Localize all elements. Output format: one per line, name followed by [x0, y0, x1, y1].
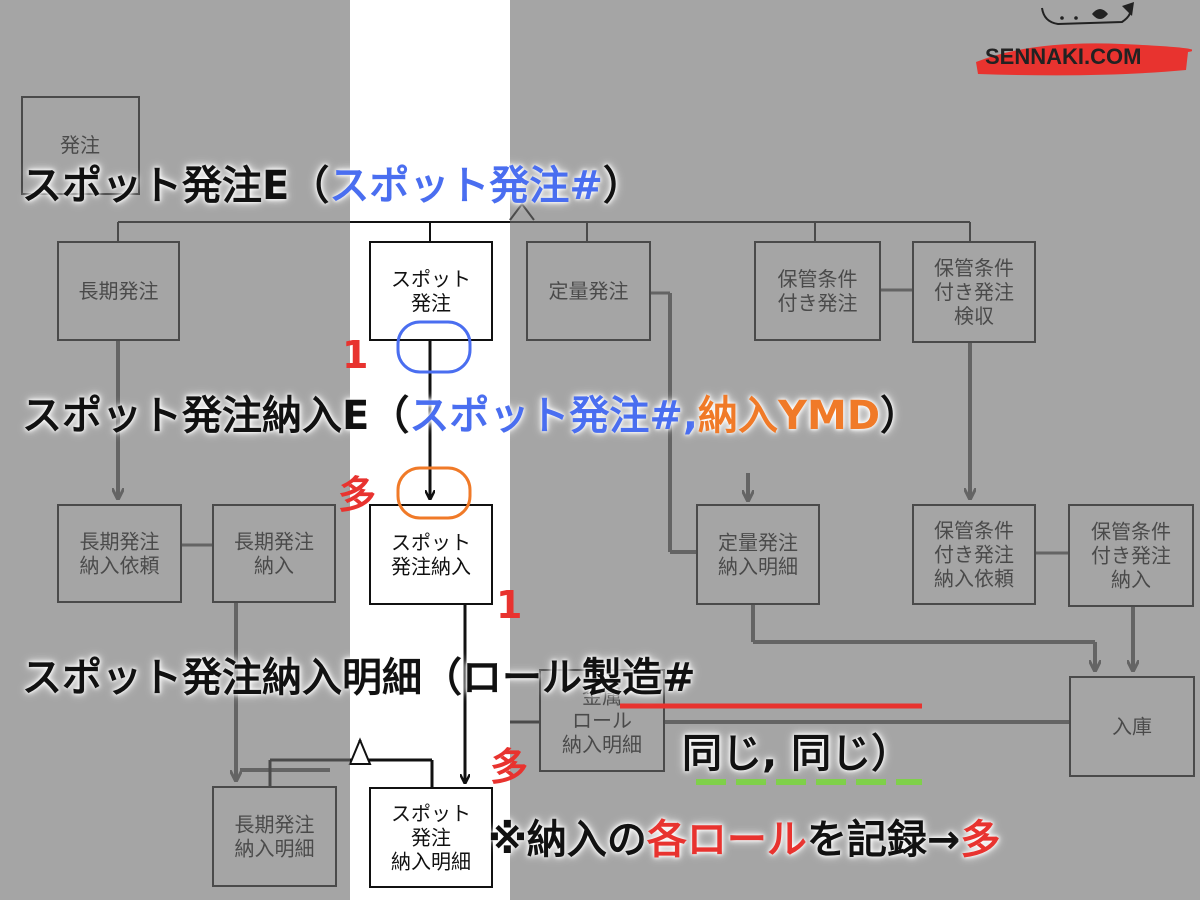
box-spot-delivery: スポット発注納入 — [369, 504, 493, 605]
paren-open: （ — [369, 393, 410, 439]
box-spot-delivery-label-1: スポット — [391, 531, 471, 555]
key-highlight-blue — [396, 320, 472, 374]
cardinality-many-1: 多 — [338, 473, 377, 517]
key-spot-order: スポット発注# — [329, 163, 603, 209]
paren-close: ） — [602, 163, 643, 209]
annotation-line-1: スポット発注E（スポット発注#） — [22, 166, 643, 206]
brand-text: SENNAKI.COM — [985, 44, 1142, 69]
note-highlight: 各ロール — [646, 817, 807, 863]
cardinality-many-2: 多 — [490, 745, 529, 789]
entity-name: スポット発注納入E — [22, 393, 370, 439]
dim-overlay-left — [0, 0, 350, 900]
box-spot-delivery-detail: スポット発注納入明細 — [369, 787, 493, 888]
box-spot-delivery-detail-label-3: 納入明細 — [391, 850, 471, 874]
annotation-note: ※納入の各ロールを記録→多 — [488, 820, 1000, 860]
box-spot-delivery-detail-label-2: 発注 — [411, 826, 451, 850]
annotation-line-2: スポット発注納入E（スポット発注#,納入YMD） — [22, 396, 920, 436]
paren-open: （ — [289, 163, 330, 209]
key-spot-order: スポット発注#, — [409, 393, 699, 439]
box-spot-order-label-1: スポット — [391, 267, 471, 291]
paren-open: （ — [422, 655, 462, 701]
dim-overlay-right — [510, 0, 1200, 900]
cardinality-one-1: 1 — [342, 333, 369, 377]
box-spot-order: スポット発注 — [369, 241, 493, 341]
key-highlight-orange — [396, 466, 472, 520]
entity-name: スポット発注E — [22, 163, 290, 209]
box-spot-order-label-2: 発注 — [411, 291, 451, 315]
annotation-line-3: スポット発注納入明細（ロール製造# — [22, 658, 696, 698]
key-delivery-ymd: 納入YMD — [698, 393, 881, 439]
key-roll-manufacture: ロール製造# — [462, 655, 696, 701]
brand-logo — [976, 2, 1192, 76]
annotation-line-4: 同じ, 同じ） — [682, 731, 912, 777]
box-spot-delivery-detail-label-1: スポット — [391, 802, 471, 826]
note-middle: を記録→ — [806, 817, 961, 863]
box-spot-delivery-label-2: 発注納入 — [391, 555, 471, 579]
paren-close: ） — [880, 393, 921, 439]
cardinality-one-2: 1 — [496, 583, 523, 627]
note-suffix: 多 — [960, 817, 1001, 863]
note-prefix: ※納入の — [488, 817, 647, 863]
entity-name: スポット発注納入明細 — [22, 655, 422, 701]
